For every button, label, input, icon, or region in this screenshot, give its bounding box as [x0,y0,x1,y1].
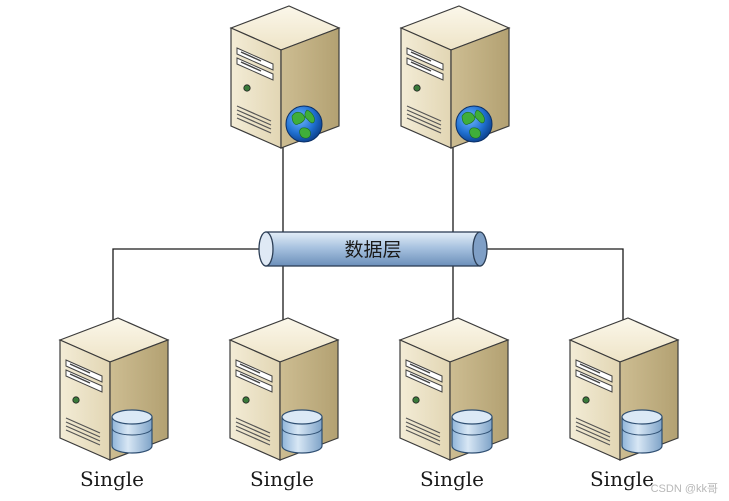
data-layer-bus: 数据层 [258,231,488,267]
database-icon [451,409,493,454]
globe-icon [455,105,493,143]
globe-icon [285,105,323,143]
db-server-label-3: Single [420,467,484,491]
db-server-label-1: Single [80,467,144,491]
web-server-2 [400,5,510,149]
database-icon [621,409,663,454]
db-server-label-4: Single [590,467,654,491]
db-server-2 [229,317,339,461]
db-server-label-2: Single [250,467,314,491]
watermark: CSDN @kk哥 [651,482,718,495]
bus-label: 数据层 [344,239,401,261]
database-icon [281,409,323,454]
db-server-1 [59,317,169,461]
db-server-4 [569,317,679,461]
web-server-1 [230,5,340,149]
db-server-3 [399,317,509,461]
database-icon [111,409,153,454]
